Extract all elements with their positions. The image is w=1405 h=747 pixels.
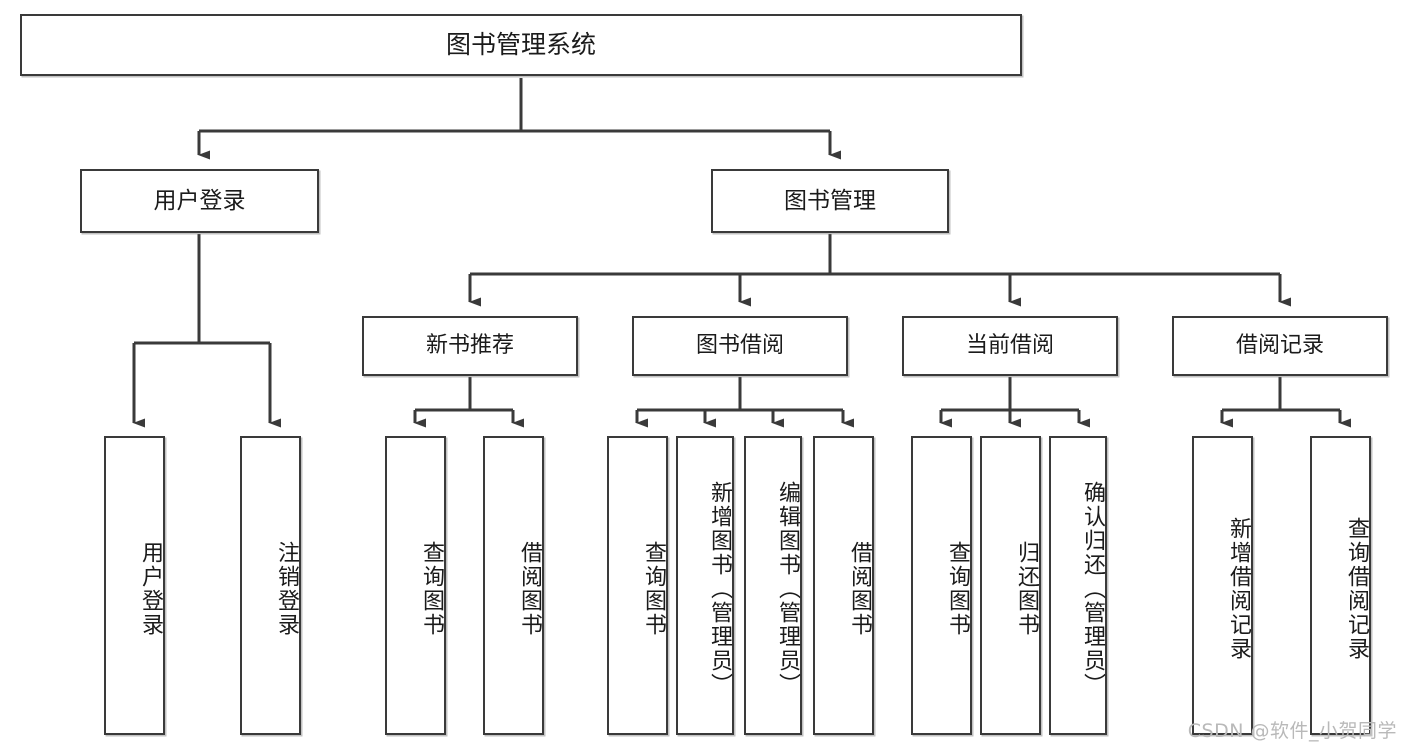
node-book-borrow[interactable]: 图书借阅 [632, 316, 848, 376]
leaf-recommend-query-book[interactable]: 查询图书 [385, 436, 446, 735]
leaf-record-query-record[interactable]: 查询借阅记录 [1310, 436, 1371, 735]
leaf-borrow-borrow-book[interactable]: 借阅图书 [813, 436, 874, 735]
node-label: 图书管理 [784, 187, 876, 214]
node-label: 借阅图书 [517, 540, 542, 637]
node-label: 新书推荐 [425, 333, 514, 359]
leaf-user-login-signin[interactable]: 用户登录 [104, 436, 165, 735]
leaf-user-login-signout[interactable]: 注销登录 [240, 436, 301, 735]
node-label: 确认归还（管理员） [1080, 480, 1105, 697]
node-label: 借阅图书 [847, 540, 872, 637]
node-current-borrow[interactable]: 当前借阅 [902, 316, 1118, 376]
csdn-watermark: CSDN @软件_小贺同学 [1187, 720, 1397, 742]
node-label: 编辑图书（管理员） [775, 480, 800, 697]
node-new-book-recommend[interactable]: 新书推荐 [362, 316, 578, 376]
node-label: 注销登录 [274, 540, 299, 637]
leaf-record-add-record[interactable]: 新增借阅记录 [1192, 436, 1253, 735]
node-label: 用户登录 [153, 187, 246, 214]
leaf-current-return-book[interactable]: 归还图书 [980, 436, 1041, 735]
leaf-borrow-query-book[interactable]: 查询图书 [607, 436, 668, 735]
node-label: 图书借阅 [695, 333, 784, 359]
node-user-login[interactable]: 用户登录 [80, 169, 319, 233]
leaf-borrow-add-book-admin[interactable]: 新增图书（管理员） [676, 436, 734, 735]
node-label: 查询图书 [945, 540, 970, 637]
node-label: 新增借阅记录 [1226, 516, 1251, 661]
node-label: 查询图书 [641, 540, 666, 637]
node-label: 查询图书 [419, 540, 444, 637]
node-borrow-record[interactable]: 借阅记录 [1172, 316, 1388, 376]
leaf-current-confirm-return-admin[interactable]: 确认归还（管理员） [1049, 436, 1107, 735]
node-book-management[interactable]: 图书管理 [711, 169, 949, 233]
node-root-system[interactable]: 图书管理系统 [20, 14, 1022, 76]
leaf-recommend-borrow-book[interactable]: 借阅图书 [483, 436, 544, 735]
node-label: 图书管理系统 [445, 29, 596, 59]
node-label: 当前借阅 [965, 333, 1054, 359]
node-label: 查询借阅记录 [1344, 516, 1369, 661]
node-label: 借阅记录 [1235, 333, 1324, 359]
leaf-borrow-edit-book-admin[interactable]: 编辑图书（管理员） [744, 436, 802, 735]
node-label: 新增图书（管理员） [707, 480, 732, 697]
node-label: 用户登录 [138, 540, 163, 637]
node-label: 归还图书 [1014, 540, 1039, 637]
leaf-current-query-book[interactable]: 查询图书 [911, 436, 972, 735]
